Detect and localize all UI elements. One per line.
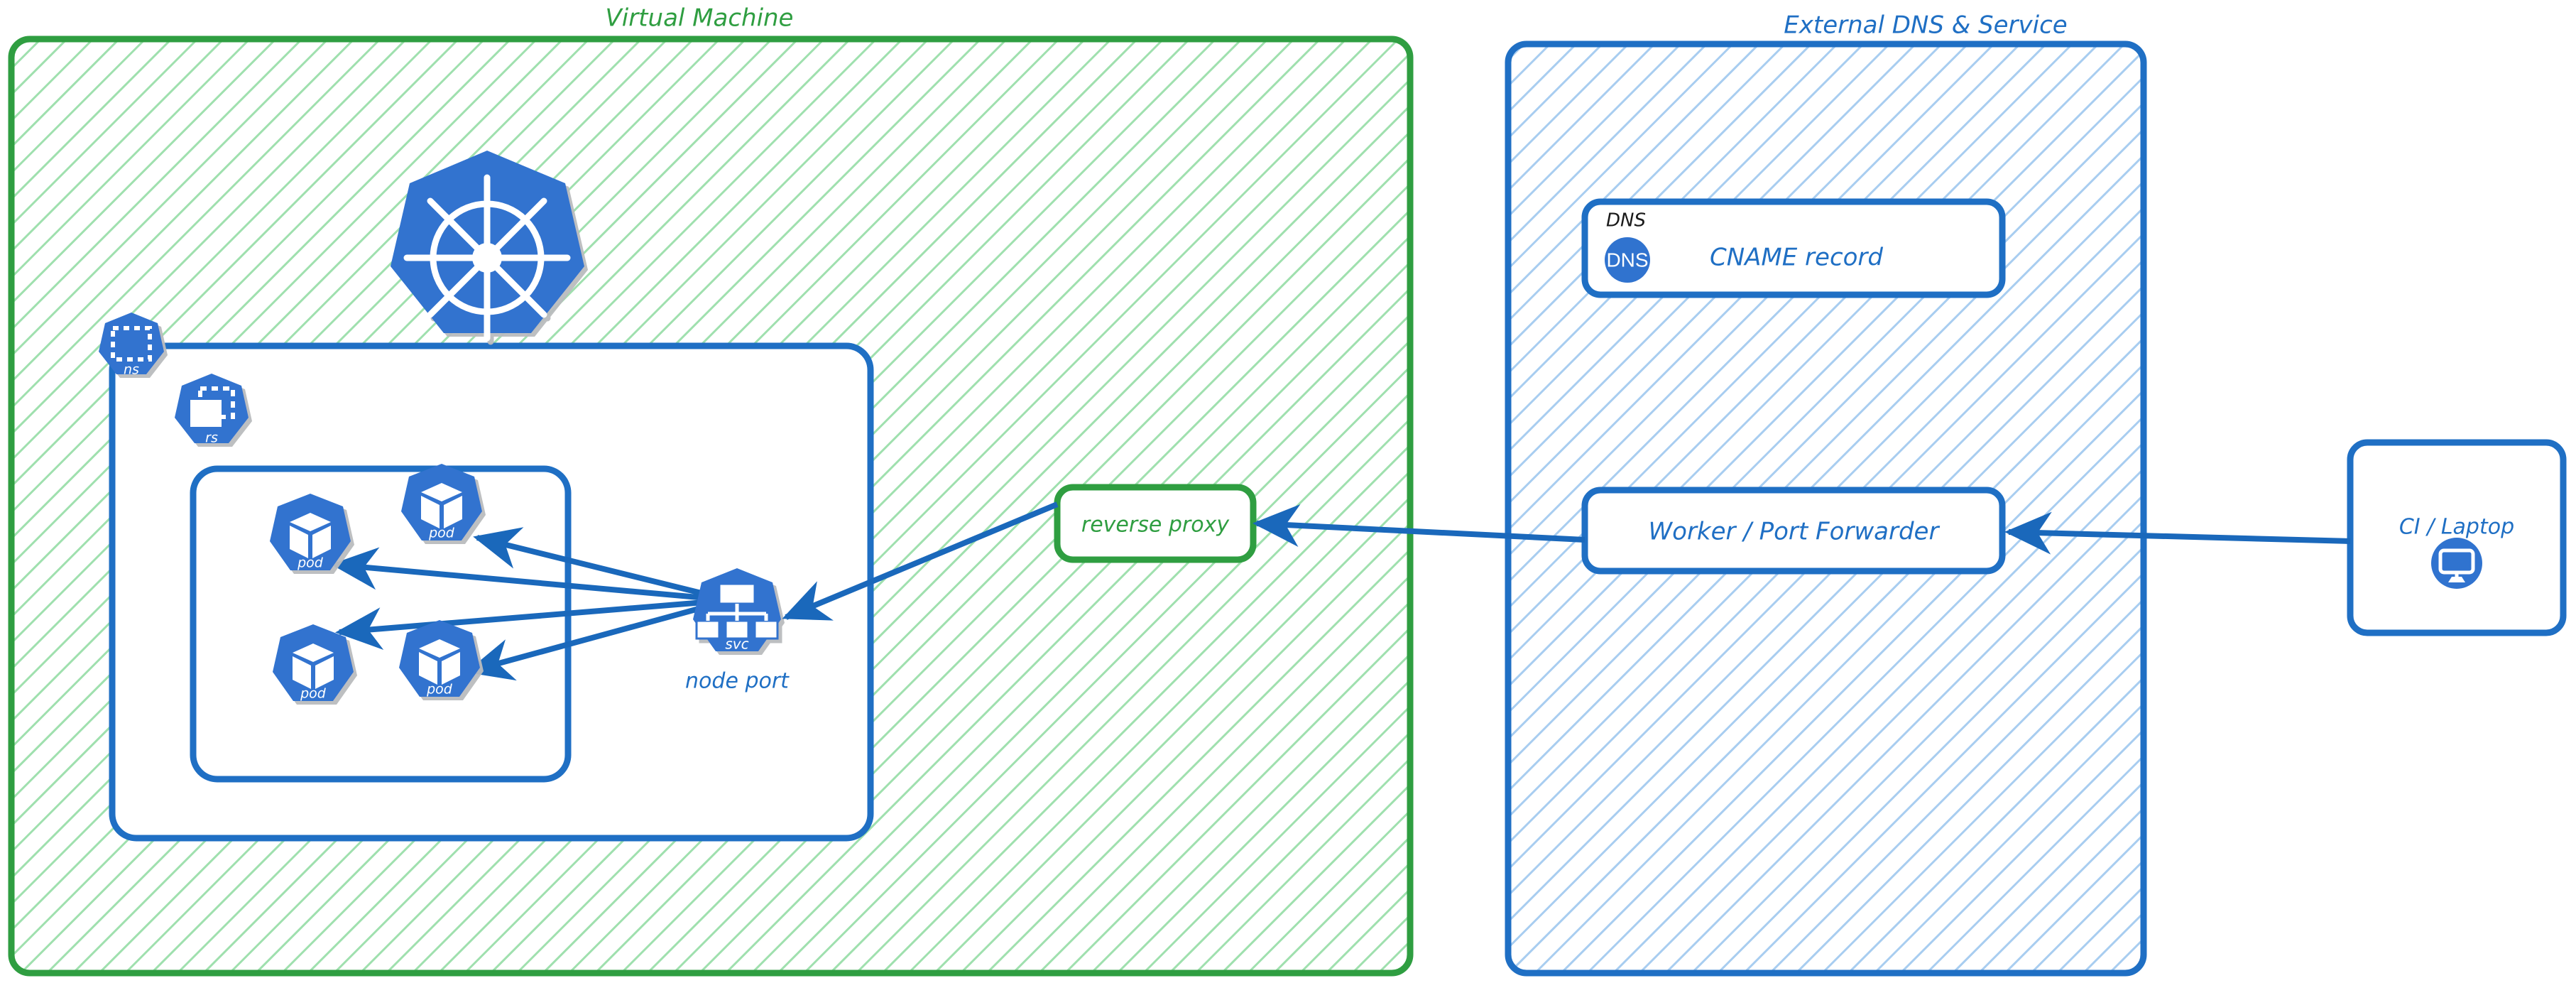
replicaset-boundary [190,465,572,783]
edge-worker-to-reverse-proxy [1252,504,1586,547]
ci-laptop-label: CI / Laptop [2399,515,2514,540]
reverse-proxy-box[interactable]: reverse proxy [1054,484,1257,563]
worker-port-forwarder-box[interactable]: Worker / Port Forwarder [1581,487,2006,575]
pod-label-2: pod [428,526,455,541]
edge-service-pod-3 [335,597,731,651]
edge-ci-laptop-to-worker [2004,511,2351,555]
service-badge-label: svc [725,636,748,653]
edge-service-to-pods [331,527,731,681]
service-caption-node-port: node port [685,669,790,694]
pod-node-3: pod [273,624,354,702]
pod-cube-icon [419,639,460,685]
panel-title-virtual-machine: Virtual Machine [606,4,794,33]
pod-cube-icon [290,513,331,558]
service-node: svc [693,568,781,653]
dns-badge-circle [1605,237,1650,283]
panel-title-external-dns-service: External DNS & Service [1784,11,2067,40]
pod-label-4: pod [426,682,453,697]
dns-card[interactable]: DNS DNS CNAME record [1581,198,2006,298]
pod-cube-icon [293,643,334,689]
pod-label-1: pod [297,555,324,571]
dns-card-boundary[interactable] [1581,198,2006,298]
namespace-dashed-square-icon [111,326,152,362]
dns-badge-text: DNS [1606,249,1648,271]
namespace-badge: ns [99,313,164,378]
replicaset-container [190,465,572,783]
replicaset-stacked-squares-icon [190,386,235,427]
replicaset-badge: rs [175,374,249,446]
pod-node-4: pod [399,620,480,697]
desktop-monitor-icon [2431,538,2482,589]
namespace-badge-label: ns [124,362,139,378]
worker-boundary[interactable] [1581,487,2006,575]
replicaset-badge-label: rs [205,430,218,446]
reverse-proxy-label: reverse proxy [1081,513,1230,538]
kubernetes-helm-wheel-icon [391,151,584,342]
dns-card-kind-label: DNS [1606,210,1646,232]
dns-card-title: CNAME record [1710,244,1883,272]
pod-node-2: pod [401,464,482,541]
edge-reverse-proxy-to-service [782,501,1059,621]
edge-service-pod-4 [466,597,731,681]
worker-label: Worker / Port Forwarder [1649,518,1941,546]
pod-node-1: pod [270,494,351,571]
ci-laptop-box[interactable]: CI / Laptop [2347,439,2567,636]
pod-cube-icon [421,483,462,528]
pod-label-3: pod [300,686,327,702]
edge-service-pod-1 [331,547,731,603]
edge-service-pod-2 [473,527,731,603]
service-hierarchy-icon [695,582,779,640]
